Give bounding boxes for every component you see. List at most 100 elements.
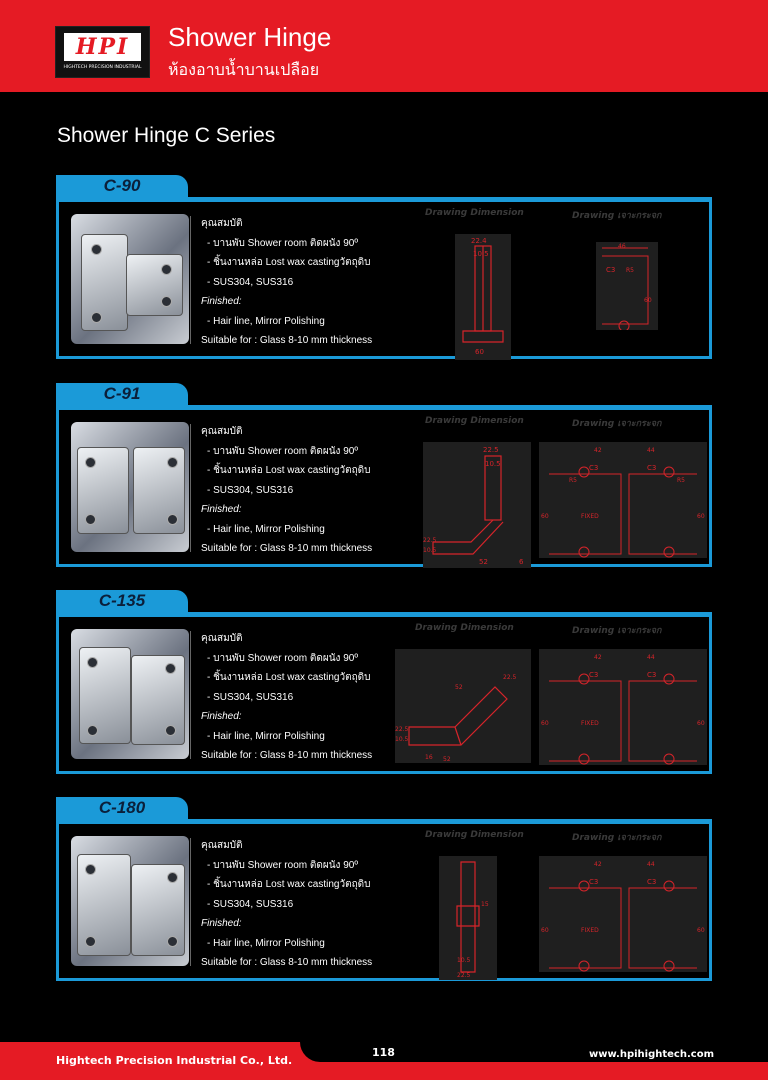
dim-label: 44 [647,861,655,868]
drawing-dimension-label: Drawing Dimension [415,623,514,633]
finished-label: Finished: [201,918,242,929]
dim-label: 60 [541,720,549,727]
divider [190,838,191,966]
divider [190,424,191,552]
dim-label: 60 [541,927,549,934]
dim-label: 10.5 [423,547,437,554]
product-box: คุณสมบัติ - บานพับ Shower room ติดผนัง 9… [56,197,712,360]
page-header: HPI HIGHTECH PRECISION INDUSTRIAL Shower… [0,0,768,92]
spec-line: - ชิ้นงานหล่อ Lost wax castingวัตถุดิบ [207,465,371,476]
footer-black-band [300,1042,768,1062]
dim-label: 60 [475,348,484,356]
dim-label: 10.5 [473,250,489,258]
drawing-dimension-label: Drawing Dimension [425,416,524,426]
drawing-glass-label: Drawing เจาะกระจก [572,419,662,429]
hinge-photo [71,629,189,759]
spec-line: - บานพับ Shower room ติดผนัง 90º [207,237,358,249]
product-section-c135: C-135 คุณสมบัติ - บานพับ Shower room ติด… [56,590,712,774]
spec-list: คุณสมบัติ - บานพับ Shower room ติดผนัง 9… [201,629,372,766]
drawing-dimension-label: Drawing Dimension [425,208,524,218]
glass-drawing-svg: 42 44 C3 C3 R5 R5 FIXED 60 60 [541,447,705,558]
spec-line: - บานพับ Shower room ติดผนัง 90º [207,445,358,457]
header-subtitle: ห้องอาบน้ำบานเปลือย [168,60,320,79]
footer-company: Hightech Precision Industrial Co., Ltd. [56,1054,293,1067]
dim-label: 22.4 [471,237,487,245]
dim-label: 60 [697,927,705,934]
dim-label: 22.5 [395,726,409,733]
dim-label: 6 [519,558,524,566]
header-title: Shower Hinge [168,22,332,52]
dimension-drawing: 22.5 10.5 22.5 10.5 52 6 [423,442,531,568]
dim-label: 52 [479,558,488,566]
dimension-drawing: 22.5 10.5 16 52 52 22.5 [395,649,531,763]
spec-list: คุณสมบัติ - บานพับ Shower room ติดผนัง 9… [201,836,372,973]
dimension-drawing-svg: 22.5 10.5 22.5 10.5 52 6 [423,446,524,566]
dim-label: C3 [647,671,656,679]
dim-label: 44 [647,654,655,661]
logo-text: HPI [64,33,141,61]
glass-drawing: 42 44 C3 C3 FIXED 60 60 [539,649,707,765]
dim-label: R5 [626,267,634,274]
dim-label: 52 [455,684,463,691]
drawing-glass-label: Drawing เจาะกระจก [572,211,662,221]
suitable-line: Suitable for : Glass 8-10 mm thickness [201,957,373,968]
spec-heading: คุณสมบัติ [201,218,243,229]
dim-label: 22.5 [483,446,499,454]
dim-label: 60 [541,513,549,520]
dim-label: C3 [647,878,656,886]
glass-drawing: 42 44 C3 C3 R5 R5 FIXED 60 60 [539,442,707,558]
dim-label: 42 [594,654,602,661]
drawing-dimension-label: Drawing Dimension [425,830,524,840]
dimension-drawing-svg: 22.4 10.5 60 [462,237,504,356]
model-tab: C-91 [56,383,188,405]
page-footer: Hightech Precision Industrial Co., Ltd. … [0,1042,768,1080]
spec-list: คุณสมบัติ - บานพับ Shower room ติดผนัง 9… [201,422,372,559]
dim-label: 44 [647,447,655,454]
spec-heading: คุณสมบัติ [201,840,243,851]
dimension-drawing-svg: 22.5 10.5 16 52 52 22.5 [395,674,517,763]
glass-drawing-svg: 42 44 C3 C3 FIXED 60 60 [541,654,705,765]
footer-website[interactable]: www.hpihightech.com [588,1049,714,1060]
dim-label: FIXED [581,927,599,934]
dim-label: 16 [425,754,433,761]
product-box: คุณสมบัติ - บานพับ Shower room ติดผนัง 9… [56,612,712,774]
dim-label: 42 [594,447,602,454]
model-tab: C-180 [56,797,188,819]
product-section-c180: C-180 คุณสมบัติ - บานพับ Shower room ติด… [56,797,712,981]
finish-line: - Hair line, Mirror Polishing [207,315,325,327]
finish-line: - Hair line, Mirror Polishing [207,937,325,949]
dim-label: 15 [481,901,489,908]
spec-line: - SUS304, SUS316 [207,898,294,910]
product-box: คุณสมบัติ - บานพับ Shower room ติดผนัง 9… [56,405,712,568]
spec-line: - SUS304, SUS316 [207,276,294,288]
finished-label: Finished: [201,711,242,722]
model-tab: C-90 [56,175,188,197]
dim-label: 10.5 [395,736,409,743]
dim-label: C3 [589,464,598,472]
dimension-drawing: 15 10.5 22.5 [439,856,497,980]
glass-drawing: 46 C3 R5 60 [596,242,658,330]
finish-line: - Hair line, Mirror Polishing [207,523,325,535]
dim-label: 46 [618,243,626,250]
suitable-line: Suitable for : Glass 8-10 mm thickness [201,750,373,761]
page-title: Shower Hinge C Series [57,124,276,147]
glass-drawing-svg: 46 C3 R5 60 [602,243,652,330]
dim-label: 52 [443,756,451,763]
drawing-glass-label: Drawing เจาะกระจก [572,833,662,843]
suitable-line: Suitable for : Glass 8-10 mm thickness [201,543,373,554]
spec-line: - ชิ้นงานหล่อ Lost wax castingวัตถุดิบ [207,672,371,683]
spec-line: - บานพับ Shower room ติดผนัง 90º [207,859,358,871]
dim-label: 10.5 [485,460,501,468]
glass-drawing: 42 44 C3 C3 FIXED 60 60 [539,856,707,972]
divider [190,216,191,344]
spec-line: - ชิ้นงานหล่อ Lost wax castingวัตถุดิบ [207,879,371,890]
dim-label: FIXED [581,720,599,727]
divider [190,631,191,759]
spec-heading: คุณสมบัติ [201,633,243,644]
dim-label: FIXED [581,513,599,520]
dim-label: C3 [647,464,656,472]
dim-label: 60 [644,297,652,304]
dim-label: 60 [697,720,705,727]
dimension-drawing: 22.4 10.5 60 [455,234,511,360]
spec-line: - SUS304, SUS316 [207,691,294,703]
